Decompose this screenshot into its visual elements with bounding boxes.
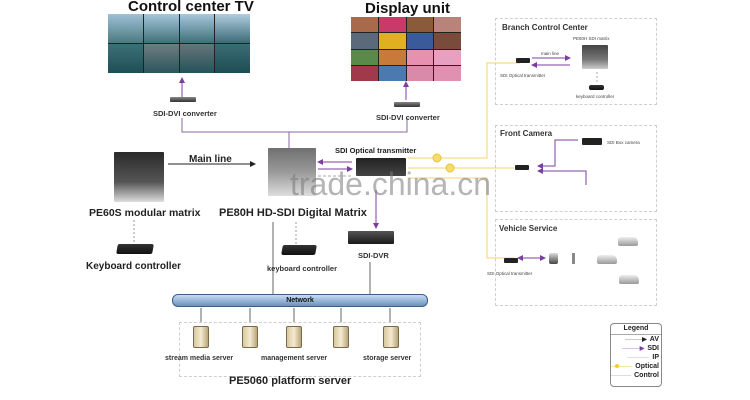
wireless-base-icon (549, 253, 558, 264)
control-center-tv-title: Control center TV (128, 0, 254, 15)
branch-keyboard-controller (589, 85, 604, 90)
pe60s-label: PE60S modular matrix (89, 207, 201, 219)
sdi-optical-transmitter (356, 158, 406, 176)
legend-item-ip: IP (611, 353, 661, 362)
pe60s-modular-matrix (114, 152, 164, 202)
camera-label: SDI Box camera (607, 140, 640, 145)
branch-transmitter-label: SDI Optical transmitter (500, 73, 546, 78)
branch-main-line-label: main line (541, 51, 560, 56)
network-label: Network (286, 297, 314, 304)
branch-sdi-matrix (582, 45, 608, 69)
optical-node-1 (432, 153, 442, 163)
keyboard-controller-left (116, 244, 154, 254)
front-camera-zone (495, 125, 657, 212)
branch-optical-transmitter (516, 58, 530, 63)
vehicle-service-title: Vehicle Service (499, 224, 558, 233)
display-unit-title: Display unit (365, 0, 451, 17)
sdi-dvi-converter-left-label: SDI-DVI converter (153, 109, 217, 118)
optical-line-to-vehicle (408, 177, 514, 259)
network-bus: Network (172, 294, 428, 307)
keyboard-controller-center-label: keyboard controller (267, 264, 338, 273)
antenna-icon (572, 253, 575, 264)
management-server-label: management server (261, 355, 328, 362)
optical-line-to-branch (408, 62, 520, 159)
platform-server-zone (179, 322, 421, 377)
platform-server-label: PE5060 platform server (229, 375, 352, 387)
sdi-dvi-converter-right (394, 102, 420, 107)
legend: Legend ▶AV ▶SDI IP Optical Control (610, 323, 662, 387)
ip-line-converters-bus (181, 118, 408, 133)
sdi-dvr-label: SDI-DVR (358, 251, 389, 260)
server-4 (333, 326, 349, 348)
vehicle-service-zone (495, 219, 657, 306)
pe80h-label: PE80H HD-SDI Digital Matrix (219, 207, 367, 219)
branch-control-center-zone (495, 18, 657, 105)
keyboard-controller-center (281, 245, 317, 255)
legend-item-control: Control (611, 371, 661, 380)
display-unit-wall (351, 17, 461, 81)
sdi-dvi-converter-right-label: SDI-DVI converter (376, 113, 440, 122)
vehicle-transmitter-label: SDI Optical transmitter (487, 271, 533, 276)
keyboard-controller-left-label: Keyboard controller (86, 261, 182, 272)
sdi-box-camera (582, 138, 602, 145)
main-line-label: Main line (189, 154, 232, 165)
sdi-dvi-converter-left (170, 97, 196, 102)
optical-node-2 (445, 163, 455, 173)
legend-item-optical: Optical (611, 362, 661, 371)
server-5 (383, 326, 399, 348)
legend-item-sdi: ▶SDI (611, 344, 661, 353)
vehicle-1 (618, 237, 638, 246)
vehicle-3 (619, 275, 639, 284)
legend-item-av: ▶AV (611, 335, 661, 344)
server-1 (193, 326, 209, 348)
legend-title: Legend (611, 324, 661, 335)
server-2 (242, 326, 258, 348)
optical-transmitter-label: SDI Optical transmitter (335, 146, 417, 155)
front-optical-transmitter (515, 165, 529, 170)
server-3 (286, 326, 302, 348)
branch-keyboard-label: keyboard controller (576, 94, 615, 99)
watermark: trade.china.cn (290, 166, 492, 202)
storage-server-label: storage server (363, 355, 412, 362)
branch-matrix-label: PE80H SDI matrix (573, 36, 610, 41)
sdi-dvr (348, 231, 394, 244)
vehicle-optical-transmitter (504, 258, 518, 263)
vehicle-2 (597, 255, 617, 264)
control-center-tv-wall (108, 14, 250, 73)
branch-zone-title: Branch Control Center (502, 23, 588, 32)
front-camera-title: Front Camera (500, 129, 553, 138)
pe80h-digital-matrix (268, 148, 316, 196)
stream-media-server-label: stream media server (165, 355, 234, 362)
